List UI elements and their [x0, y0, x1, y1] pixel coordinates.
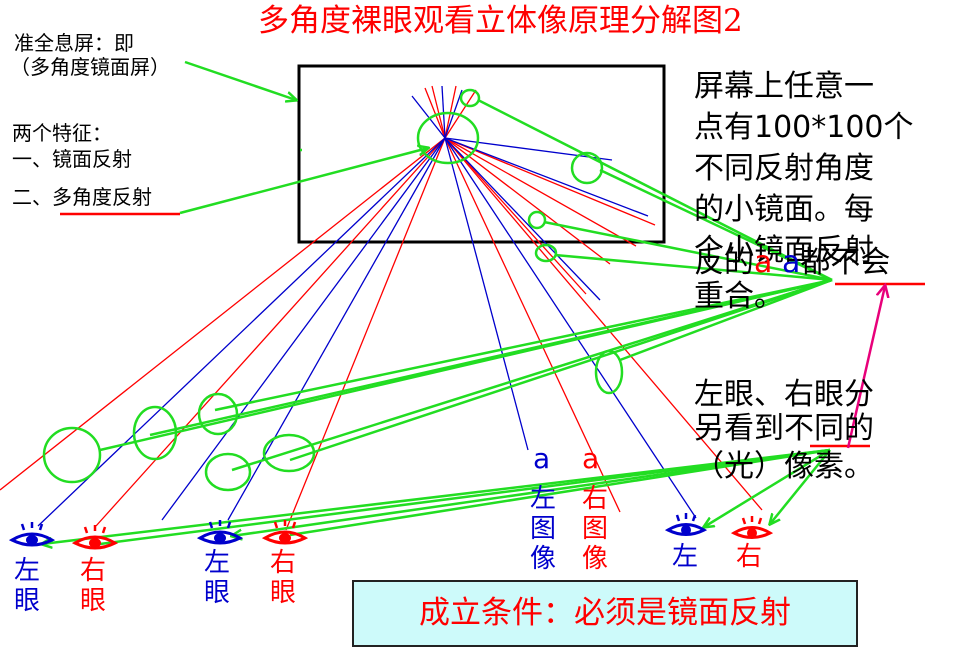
page-title: 多角度裸眼观看立体像原理分解图2: [258, 3, 743, 39]
eyes-note-line2: 另看到不同的: [694, 411, 874, 446]
eye-blue-icon: [196, 520, 244, 545]
eye-blue-icon: [8, 522, 56, 547]
green-pointer-lines: [42, 60, 833, 544]
condition-box: 成立条件：必须是镜面反射: [352, 580, 858, 647]
note-line-4: 的小镜面。每: [694, 192, 874, 227]
red-reflection-rays: [0, 85, 763, 531]
eye-pair-1-left-label: 左眼: [13, 556, 40, 616]
note-last-suffix: 都不会: [800, 245, 891, 280]
screen-rectangle: [297, 64, 666, 244]
a-red-label: a: [582, 442, 600, 475]
note-line-3: 不同反射角度: [694, 151, 874, 186]
note-line-1: 屏幕上任意一: [694, 69, 874, 104]
eyes-note-line1: 左眼、右眼分: [694, 377, 874, 412]
note-a-red: a: [754, 245, 773, 280]
eye-pair-2-right-label: 右眼: [269, 548, 296, 608]
note-line-2: 点有100*100个: [694, 110, 914, 145]
right-image-label: 右图像: [581, 484, 608, 574]
note-last-prefix: 反的: [694, 245, 754, 280]
note-a-blue: a: [781, 245, 801, 280]
eye-red-icon: [71, 525, 119, 550]
magenta-arrow: [846, 286, 885, 449]
eye-pair-3-right-label: 右: [735, 542, 762, 572]
eyes-note-line3: （光）像素。: [694, 449, 874, 484]
eye-red-icon: [730, 516, 774, 539]
feature-2: 二、多角度反射: [12, 185, 152, 209]
features-heading: 两个特征：: [12, 121, 112, 145]
note-line-6: 反的a a都不会: [694, 242, 890, 283]
a-blue-label: a: [533, 442, 551, 475]
eye-pair-3-left-label: 左: [671, 542, 698, 572]
screen-label-line1: 准全息屏：即: [14, 31, 134, 55]
note-line-5: 个小镜面反射: [694, 233, 874, 268]
eye-pair-1-right-label: 右眼: [79, 556, 106, 616]
eye-pair-2-left-label: 左眼: [203, 548, 230, 608]
feature-1: 一、镜面反射: [12, 147, 132, 171]
note-end: 重合。: [694, 279, 784, 314]
eye-blue-icon: [664, 513, 708, 536]
left-image-label: 左图像: [529, 484, 556, 574]
screen-label-line2: （多角度镜面屏）: [10, 55, 170, 79]
eye-red-icon: [261, 520, 309, 545]
